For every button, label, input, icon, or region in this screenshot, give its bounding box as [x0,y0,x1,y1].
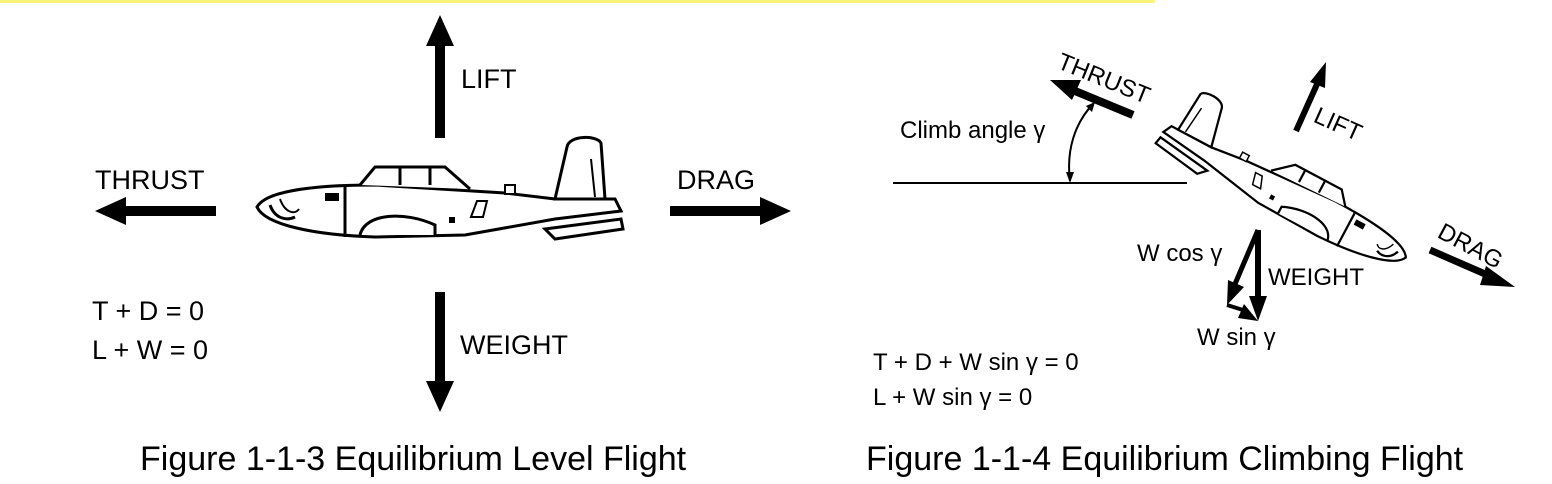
fig2-wsin-label: W sin γ [1197,324,1276,351]
fig1-equation-1: T + D = 0 [92,296,205,326]
fig2-lift-arrow [1293,62,1326,133]
fig1-airplane [255,135,625,241]
fig1-drag-arrow [670,197,791,225]
fig2-wcos-label: W cos γ [1137,240,1223,267]
fig1-lift-arrow [426,15,454,138]
fig1-drag-label: DRAG [677,165,756,195]
fig2-wcos-vector [1227,229,1261,305]
fig2-drag-arrow [1428,246,1515,287]
fig2-equation-2: L + W sin γ = 0 [873,384,1033,411]
fig1-lift-label: LIFT [461,64,517,94]
fig2-climb-angle-label: Climb angle γ [900,117,1046,144]
fig1-thrust-arrow [95,197,216,225]
fig2-equation-1: T + D + W sin γ = 0 [873,349,1079,376]
fig1-caption: Figure 1-1-3 Equilibrium Level Flight [140,440,687,478]
fig2-weight-vector [1249,230,1267,321]
fig1-equation-2: L + W = 0 [92,335,209,365]
fig2-climb-angle-arc [1066,102,1095,183]
fig1-weight-arrow [426,292,454,412]
highlight-strip [0,0,1155,3]
fig2-wsin-vector [1226,303,1258,321]
fig2-thrust-arrow [1050,80,1135,119]
fig1-weight-label: WEIGHT [460,330,568,360]
fig2-caption: Figure 1-1-4 Equilibrium Climbing Flight [866,440,1464,478]
fig2-weight-label: WEIGHT [1268,264,1364,291]
fig1-thrust-label: THRUST [95,165,205,195]
